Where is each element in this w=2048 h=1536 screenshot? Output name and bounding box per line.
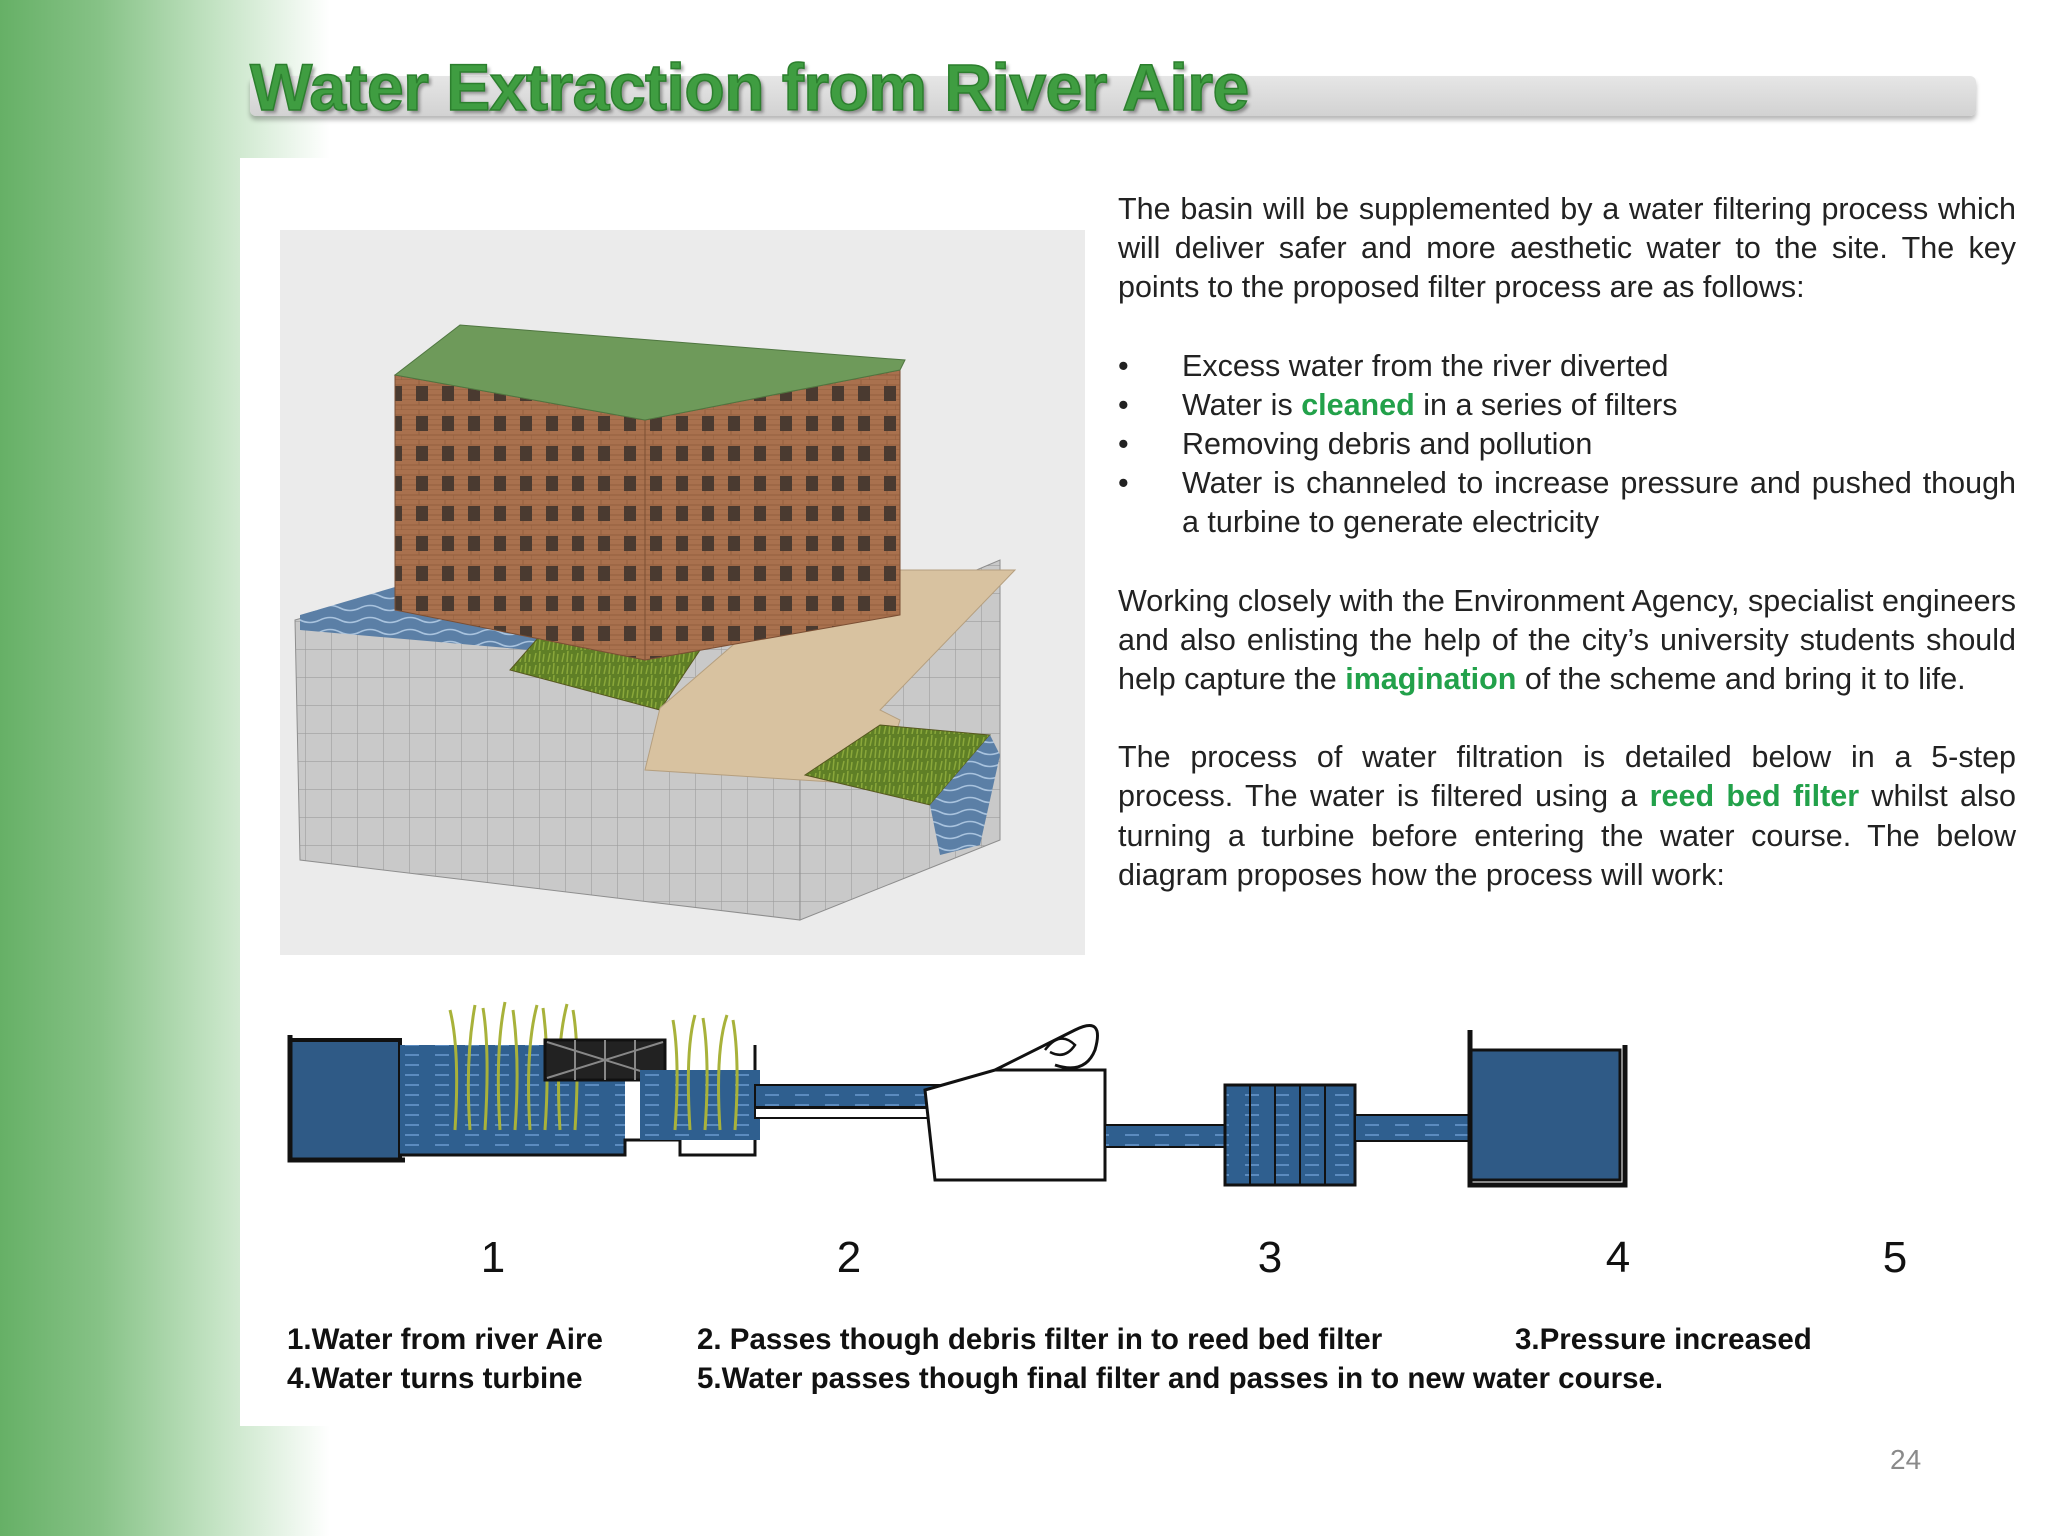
title-bar <box>250 76 1976 116</box>
list-item: Water is channeled to increase pressure … <box>1118 464 2016 542</box>
caption-step-5: 5.Water passes though final filter and p… <box>697 1362 1664 1395</box>
caption-step-1: 1.Water from river Aire <box>287 1323 603 1356</box>
page-title: Water Extraction from River Aire <box>249 49 1250 125</box>
step-number-1: 1 <box>480 1233 506 1282</box>
list-item: Water is cleaned in a series of filters <box>1118 386 2016 425</box>
highlight-word: cleaned <box>1301 387 1415 422</box>
list-item: Excess water from the river diverted <box>1118 347 2016 386</box>
building-render-image <box>280 230 1085 955</box>
page-number: 24 <box>1890 1444 1922 1475</box>
key-points-list: Excess water from the river diverted Wat… <box>1118 347 2016 543</box>
step-number-4: 4 <box>1605 1233 1631 1282</box>
collaboration-paragraph: Working closely with the Environment Age… <box>1118 583 2016 697</box>
step-number-5: 5 <box>1882 1233 1908 1282</box>
highlight-word: reed bed filter <box>1649 779 1860 814</box>
process-paragraph: The process of water filtration is detai… <box>1118 740 2016 892</box>
caption-step-4: 4.Water turns turbine <box>287 1362 583 1395</box>
caption-step-3: 3.Pressure increased <box>1515 1323 1812 1356</box>
caption-row: 4.Water turns turbine 5.Water passes tho… <box>287 1359 1887 1398</box>
intro-paragraph: The basin will be supplemented by a wate… <box>1118 192 2016 305</box>
intro-text: The basin will be supplemented by a wate… <box>1118 190 2016 895</box>
filtration-process-diagram <box>287 1001 1628 1188</box>
caption-row: 1.Water from river Aire 2. Passes though… <box>287 1320 1887 1359</box>
step-number-3: 3 <box>1257 1233 1283 1282</box>
step-number-2: 2 <box>836 1233 862 1282</box>
list-item: Removing debris and pollution <box>1118 425 2016 464</box>
highlight-word: imagination <box>1345 662 1517 697</box>
caption-step-2: 2. Passes though debris filter in to ree… <box>697 1323 1383 1356</box>
step-captions: 1.Water from river Aire 2. Passes though… <box>287 1320 1887 1398</box>
